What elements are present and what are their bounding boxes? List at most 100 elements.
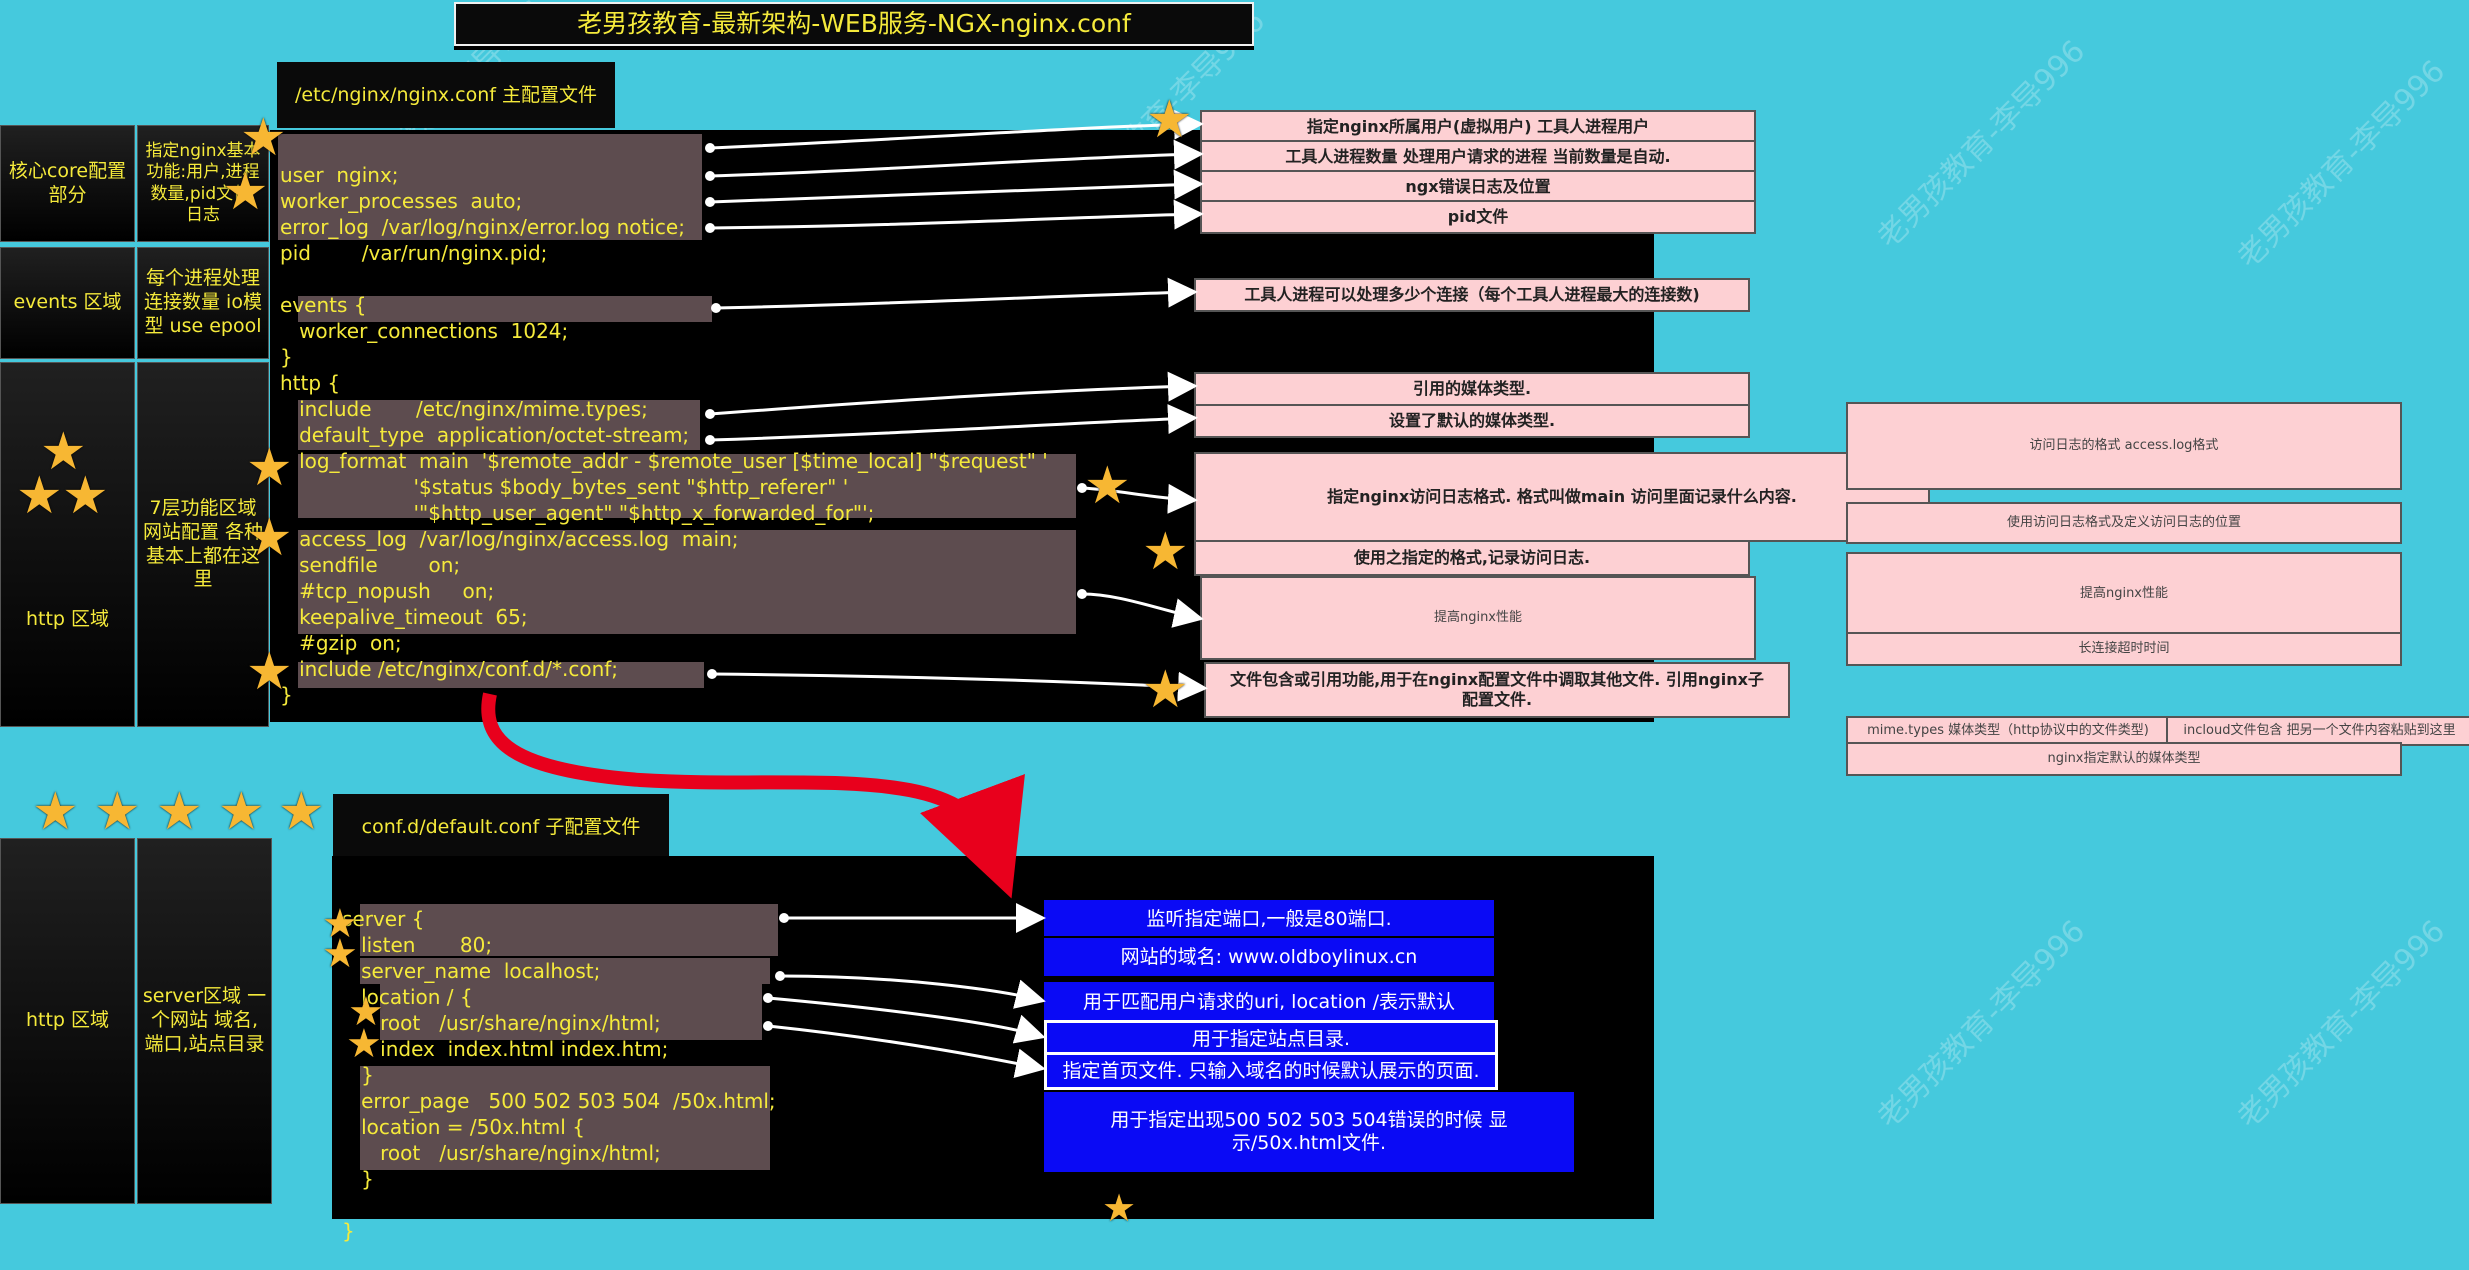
arrow	[709, 371, 1198, 416]
server-section-desc: server区域 一个网站 域名,端口,站点目录	[137, 838, 272, 1204]
page-title: 老男孩教育-最新架构-WEB服务-NGX-nginx.conf	[454, 2, 1254, 46]
star-icon: ★	[246, 642, 293, 702]
star-icon: ★	[62, 466, 109, 526]
star-icon: ★	[278, 782, 325, 842]
arrow-dot	[763, 1021, 773, 1031]
arrow-dot	[779, 913, 789, 923]
note-error-log: ngx错误日志及位置	[1200, 170, 1756, 204]
arrow	[767, 996, 1046, 1044]
code-highlight	[298, 530, 1076, 634]
note-pid: pid文件	[1200, 200, 1756, 234]
code-line: }	[342, 1219, 355, 1243]
star-icon: ★	[1084, 456, 1131, 516]
arrow	[767, 1024, 1046, 1079]
right-note-access-log: 使用访问日志格式及定义访问日志的位置	[1846, 502, 2402, 544]
note-user: 指定nginx所属用户(虚拟用户) 工具人进程用户	[1200, 110, 1756, 144]
note-performance: 提高nginx性能	[1200, 576, 1756, 660]
code-highlight	[360, 958, 770, 984]
code-line: pid /var/run/nginx.pid;	[280, 241, 548, 265]
code-line: sendfile on;	[280, 553, 461, 577]
code-line: server {	[342, 907, 425, 931]
code-line: index index.html index.htm;	[342, 1037, 669, 1061]
star-icon: ★	[1102, 1186, 1137, 1230]
star-icon: ★	[246, 438, 293, 498]
arrow-dot	[711, 303, 721, 313]
code-line: access_log /var/log/nginx/access.log mai…	[280, 527, 739, 551]
star-icon: ★	[322, 931, 358, 977]
code-line: root /usr/share/nginx/html;	[342, 1141, 661, 1165]
code-highlight	[298, 296, 712, 322]
include-curve-arrow	[481, 692, 1025, 899]
main-config-code: user nginx;worker_processes auto;error_l…	[280, 136, 1048, 734]
star-icon: ★	[1142, 660, 1189, 720]
star-icon: ★	[246, 508, 293, 568]
arrow	[709, 139, 1204, 178]
arrow-dot	[763, 993, 773, 1003]
arrow-dot	[1077, 483, 1087, 493]
star-icon: ★	[16, 466, 63, 526]
core-section-label: 核心core配置部分	[0, 125, 135, 242]
code-line: '"$http_user_agent" "$http_x_forwarded_f…	[280, 501, 875, 525]
star-icon: ★	[1142, 522, 1189, 582]
arrow-dot	[705, 435, 715, 445]
star-icon: ★	[348, 989, 384, 1035]
code-line: worker_processes auto;	[280, 189, 523, 213]
arrow	[715, 277, 1198, 310]
http2-section-label: http 区域	[0, 838, 135, 1204]
star-icon: ★	[322, 901, 358, 947]
note-worker-processes: 工具人进程数量 处理用户请求的进程 当前数量是自动.	[1200, 140, 1756, 174]
code-line: events {	[280, 293, 367, 317]
arrows-layer	[481, 109, 1208, 1079]
star-icon: ★	[94, 782, 141, 842]
main-config-tag: /etc/nginx/nginx.conf 主配置文件	[277, 62, 615, 128]
note-include-conf: 文件包含或引用功能,用于在nginx配置文件中调取其他文件. 引用nginx子配…	[1204, 662, 1790, 718]
events-section-desc: 每个进程处理连接数量 io模型 use epool	[137, 247, 269, 359]
code-highlight	[278, 134, 702, 240]
star-icon: ★	[32, 782, 79, 842]
http-section-desc: 7层功能区域 网站配置 各种基本上都在这里	[137, 362, 269, 727]
events-section-label: events 区域	[0, 247, 135, 359]
code-line: location = /50x.html {	[342, 1115, 585, 1139]
code-line: http {	[280, 371, 341, 395]
arrow	[711, 671, 1208, 702]
arrow	[1081, 592, 1204, 628]
code-line: keepalive_timeout 65;	[280, 605, 528, 629]
arrow-dot	[705, 143, 715, 153]
note-log-format: 指定nginx访问日志格式. 格式叫做main 访问里面记录什么内容.	[1194, 452, 1930, 542]
code-highlight	[380, 984, 762, 1040]
star-icon: ★	[222, 162, 269, 222]
note-worker-connections: 工具人进程可以处理多少个连接（每个工具人进程最大的连接数)	[1194, 278, 1750, 312]
star-icon: ★	[1146, 90, 1193, 150]
code-line: '$status $body_bytes_sent "$http_referer…	[280, 475, 849, 499]
code-line: error_page 500 502 503 504 /50x.html;	[342, 1089, 776, 1113]
right-note-mime: mime.types 媒体类型（http协议中的文件类型)	[1846, 716, 2170, 746]
arrow	[779, 974, 1046, 1009]
code-line: }	[280, 683, 293, 707]
code-line: include /etc/nginx/conf.d/*.conf;	[280, 657, 619, 681]
code-line: worker_connections 1024;	[280, 319, 569, 343]
code-line: #gzip on;	[280, 631, 402, 655]
note-access-log: 使用之指定的格式,记录访问日志.	[1194, 540, 1750, 576]
code-line: listen 80;	[342, 933, 493, 957]
core-section-desc: 指定nginx基本功能:用户,进程数量,pid文件,日志	[137, 125, 269, 242]
star-icon: ★	[218, 782, 265, 842]
code-line: }	[342, 1063, 374, 1087]
sub-config-tag: conf.d/default.conf 子配置文件	[333, 794, 669, 860]
arrow	[709, 169, 1204, 204]
right-note-include: incloud文件包含 把另一个文件内容粘贴到这里	[2166, 716, 2469, 746]
arrow	[709, 199, 1204, 230]
note-listen: 监听指定端口,一般是80端口.	[1042, 898, 1496, 940]
star-icon: ★	[156, 782, 203, 842]
code-line: #tcp_nopush on;	[280, 579, 495, 603]
right-note-log-format: 访问日志的格式 access.log格式	[1846, 402, 2402, 490]
arrow	[1081, 483, 1198, 514]
note-location: 用于匹配用户请求的uri, location /表示默认	[1042, 980, 1496, 1024]
right-note-keepalive: 长连接超时时间	[1846, 632, 2402, 666]
note-server-name: 网站的域名: www.oldboylinux.cn	[1042, 936, 1496, 978]
arrow-dot	[705, 197, 715, 207]
main-config-panel-top	[270, 130, 1200, 136]
code-line: log_format main '$remote_addr - $remote_…	[280, 449, 1048, 473]
sub-config-code: server { listen 80; server_name localhos…	[342, 880, 776, 1270]
note-root: 用于指定站点目录.	[1044, 1020, 1498, 1058]
code-highlight	[360, 904, 778, 956]
